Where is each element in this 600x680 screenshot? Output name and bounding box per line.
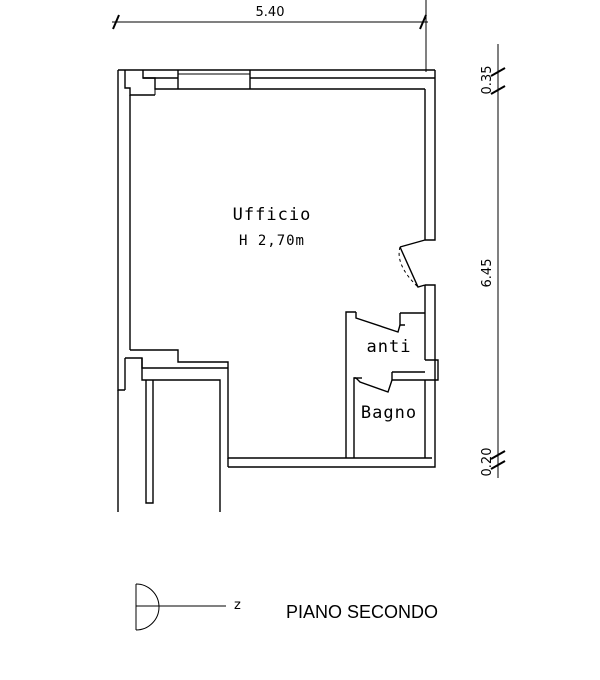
walls [117,69,439,512]
bottom-step-line [125,357,228,369]
bagno-door-leaf [355,377,393,393]
top-dimension: 5.40 [112,0,428,72]
entrance-door-leaf [399,246,426,288]
anti-right-niche [425,359,439,381]
entrance-door-swing [398,246,419,288]
corridor-wall-right [141,368,221,512]
doors [355,239,426,393]
bottom-inner-wall [130,349,432,459]
right-dimension-tick-1 [490,67,506,77]
top-dimension-tick-right [419,14,427,30]
north-indicator-arc [135,583,160,631]
left-wall-cap [124,70,155,96]
north-indicator-label: z [234,598,241,613]
right-dimension-tick-4 [490,460,506,470]
room-label-anti: anti [367,337,412,357]
anti-door-leaf [355,312,401,333]
anti-door-jamb [399,313,405,326]
service-wall-left-outer [345,311,356,458]
right-dimension: 0.35 6.45 0.20 [480,44,506,478]
service-wall-left-inner [353,377,356,458]
right-dimension-value-top: 0.35 [480,66,495,95]
left-wall-outer [117,70,125,391]
right-dimension-value-bottom: 0.20 [480,448,495,477]
right-outer-wall-top [425,70,436,241]
room-label-ufficio: Ufficio [233,205,312,225]
room-height-ufficio: H 2,70m [239,233,305,249]
room-label-bagno: Bagno [361,403,417,423]
room-inner-top-wall [142,70,425,90]
right-dimension-tick-3 [490,450,506,460]
top-dimension-value: 5.40 [256,5,285,20]
entrance-door-leaf-top [399,239,426,248]
right-outer-wall-bottom [228,284,436,468]
right-dimension-tick-2 [490,85,506,95]
right-dimension-value-middle: 6.45 [480,259,495,288]
north-indicator: z [135,583,241,631]
plan-title: PIANO SECONDO [286,602,438,622]
top-dimension-tick-left [112,14,120,30]
corridor-wall-left [145,380,154,504]
